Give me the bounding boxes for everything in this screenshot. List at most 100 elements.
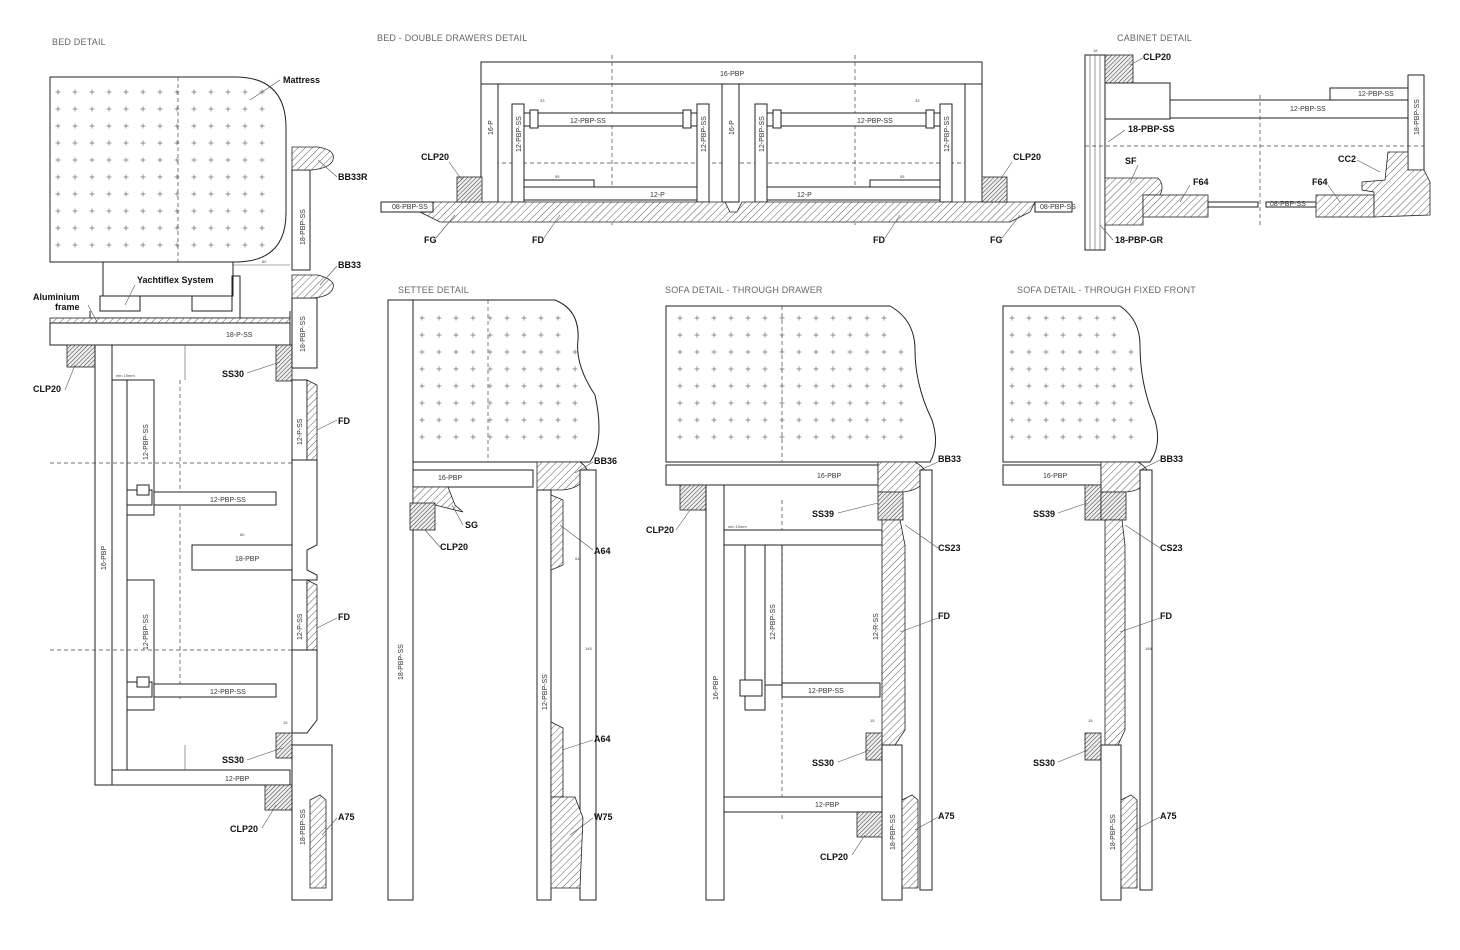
svg-text:16-P: 16-P [488, 120, 495, 135]
bed-detail: 18-P-SS 16-PBP 12-PBP-SS 12-PBP-SS 12-PB… [33, 75, 368, 901]
f64-right [1315, 194, 1375, 218]
yachtiflex-block-right [191, 295, 233, 312]
svg-text:145: 145 [585, 646, 592, 651]
svg-text:Aluminium: Aluminium [33, 292, 80, 302]
callout-sg: SG [465, 520, 478, 530]
callout-clp20-double-left: CLP20 [421, 152, 449, 162]
sofa-drawer-cushion [665, 305, 936, 463]
callout-a75-bed: A75 [338, 812, 355, 822]
svg-text:12-PBP-SS: 12-PBP-SS [570, 118, 606, 125]
title-cabinet-detail: CABINET DETAIL [1117, 33, 1192, 43]
svg-text:12-PBP-SS: 12-PBP-SS [770, 604, 777, 640]
svg-text:15: 15 [283, 720, 288, 725]
svg-text:18-PBP-SS: 18-PBP-SS [398, 644, 405, 680]
svg-text:12-PBP: 12-PBP [225, 776, 249, 783]
svg-text:12-PBP-SS: 12-PBP-SS [143, 614, 150, 650]
title-sofa-drawer: SOFA DETAIL - THROUGH DRAWER [665, 285, 823, 295]
ss30-block-bottom [275, 732, 293, 759]
svg-text:18-PBP-SS: 18-PBP-SS [300, 209, 307, 245]
drawer-bottom-1 [153, 491, 277, 506]
callout-sf: SF [1125, 156, 1137, 166]
label-18-p-ss: 18-P-SS [226, 332, 253, 339]
svg-text:15: 15 [870, 718, 875, 723]
svg-text:12-PBP-SS: 12-PBP-SS [210, 497, 246, 504]
callout-18-pbp-ss: 18-PBP-SS [1128, 124, 1175, 134]
svg-text:12-PBP-SS: 12-PBP-SS [1290, 106, 1326, 113]
callout-fd-fixed: FD [1160, 611, 1172, 621]
svg-text:16-PBP: 16-PBP [817, 473, 841, 480]
sofa-drawer-detail: 16-PBP 16-PBP 12-PBP-SS 12-PBP-SS 12-PBP… [646, 305, 961, 901]
cs23-block [877, 491, 904, 521]
end-panel-mid [291, 297, 318, 369]
clp20-block-bottom [264, 784, 293, 811]
callout-a75-fixed: A75 [1160, 811, 1177, 821]
ss30-sofa [865, 732, 883, 761]
svg-text:12-PBP-SS: 12-PBP-SS [143, 424, 150, 460]
callout-clp20-bed-bottom: CLP20 [230, 824, 258, 834]
fd-profile-top [306, 379, 318, 461]
svg-text:12-PBP-SS: 12-PBP-SS [759, 116, 766, 152]
fd-fixed [1104, 519, 1126, 746]
callout-bb33: BB33 [338, 260, 361, 270]
svg-text:16-PBP: 16-PBP [720, 71, 744, 78]
svg-text:12-PBP-SS: 12-PBP-SS [516, 116, 523, 152]
svg-text:08-PBP-SS: 08-PBP-SS [1040, 204, 1076, 211]
callout-clp20-cabinet: CLP20 [1143, 52, 1171, 62]
clp20-block [66, 344, 96, 368]
svg-text:12-PBP-SS: 12-PBP-SS [944, 116, 951, 152]
svg-text:55: 55 [555, 174, 560, 179]
w75-profile [550, 796, 584, 889]
svg-text:12-P: 12-P [650, 192, 665, 199]
a75-profile [309, 794, 327, 889]
svg-text:18: 18 [1093, 48, 1098, 53]
svg-text:12-PBP-SS: 12-PBP-SS [857, 118, 893, 125]
a75-sofa [901, 794, 919, 889]
svg-text:18-PBP-SS: 18-PBP-SS [1414, 99, 1421, 135]
callout-ss30-bed-top: SS30 [222, 369, 244, 379]
callout-18-pbp-gr: 18-PBP-GR [1115, 235, 1164, 245]
double-drawers-detail: 16-PBP 16-P 16-P 12-PBP-SS 12-PBP-SS 12-… [380, 55, 1076, 245]
svg-text:60: 60 [262, 259, 267, 264]
clp20-cabinet [1104, 54, 1134, 84]
mattress-tufting [55, 89, 265, 248]
panel-12-pbp [111, 769, 291, 786]
bb33-sofa [877, 461, 927, 493]
svg-text:12-PBP-SS: 12-PBP-SS [210, 689, 246, 696]
fd-profile-bottom [306, 579, 318, 651]
ss39-fixed-block [1084, 484, 1102, 521]
clp20-sofa-bottom [856, 811, 883, 838]
mattress-outline [49, 76, 287, 263]
callout-cs23-fixed: CS23 [1160, 543, 1183, 553]
bb33r-bead [291, 146, 334, 171]
svg-text:12-PBP: 12-PBP [815, 802, 839, 809]
a64-profile-bottom [550, 721, 564, 798]
svg-text:12-P: 12-P [797, 192, 812, 199]
svg-text:08-PBP-SS: 08-PBP-SS [1270, 201, 1306, 208]
svg-text:16-P: 16-P [729, 120, 736, 135]
clp20-right [981, 176, 1008, 203]
svg-text:55: 55 [900, 174, 905, 179]
callout-a64-bottom: A64 [594, 734, 611, 744]
callout-bb33-sofa-drawer: BB33 [938, 454, 961, 464]
aluminium-frame [49, 317, 291, 324]
title-sofa-fixed: SOFA DETAIL - THROUGH FIXED FRONT [1017, 285, 1196, 295]
cc2-profile [1361, 151, 1431, 218]
cabinet-detail: 12-PBP-SS 18-PBP-SS 12-PBP-SS 08-PBP-SS … [1084, 48, 1431, 251]
callout-clp20-sofa-bottom: CLP20 [820, 852, 848, 862]
callout-fd-double-right: FD [873, 235, 885, 245]
title-double-drawers: BED - DOUBLE DRAWERS DETAIL [377, 33, 527, 43]
settee-cushion [412, 299, 600, 463]
svg-text:12-PBP-SS: 12-PBP-SS [1358, 91, 1394, 98]
callout-ss39-fixed: SS39 [1033, 509, 1055, 519]
svg-text:18-PBP-SS: 18-PBP-SS [1110, 814, 1117, 850]
yachtiflex-block-left [99, 295, 141, 312]
svg-text:33: 33 [915, 98, 920, 103]
callout-bb33r: BB33R [338, 172, 368, 182]
callout-fg-left: FG [424, 235, 437, 245]
svg-text:18-PBP-SS: 18-PBP-SS [300, 809, 307, 845]
svg-text:18-PBP-SS: 18-PBP-SS [890, 814, 897, 850]
callout-ss30-sofa: SS30 [812, 758, 834, 768]
drawer-bottom-2 [153, 683, 277, 698]
